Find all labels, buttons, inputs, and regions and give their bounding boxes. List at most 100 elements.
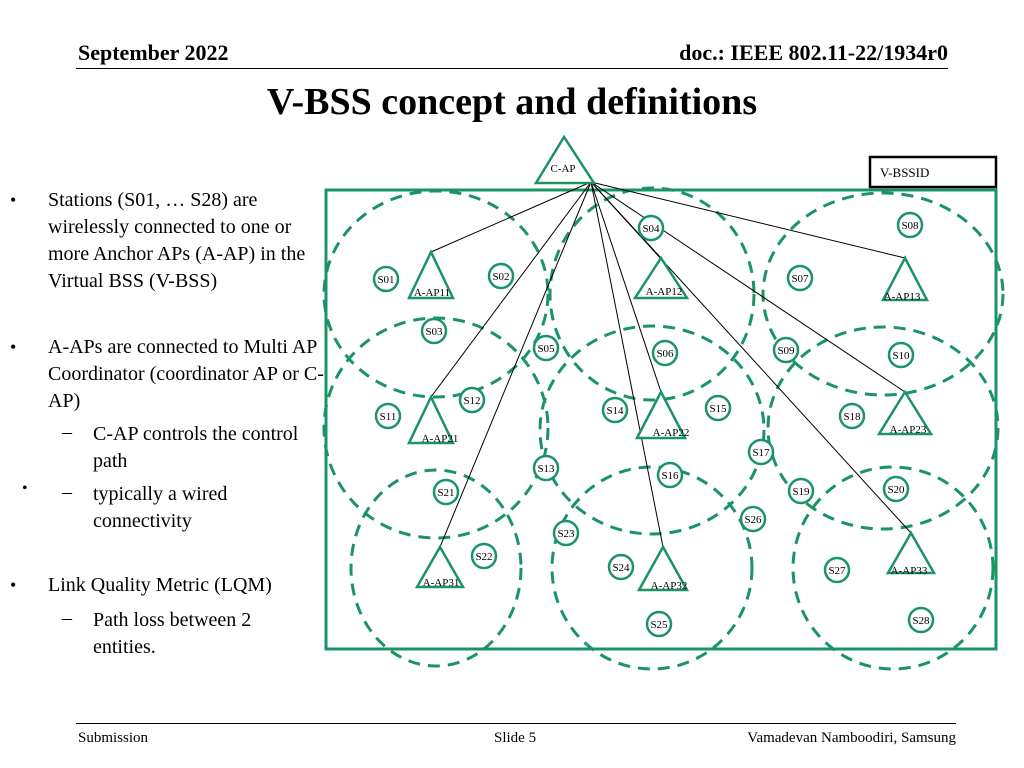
cap-link — [439, 181, 592, 548]
station-node — [838, 402, 866, 430]
station-label: S23 — [557, 528, 575, 540]
anchor-ap-triangle — [885, 530, 937, 575]
cap-link — [590, 181, 906, 259]
station-node — [882, 475, 910, 503]
station-node — [532, 454, 560, 482]
station-node — [601, 396, 629, 424]
cap-link — [430, 181, 592, 253]
station-node — [487, 262, 515, 290]
station-node — [651, 339, 679, 367]
anchor-ap-triangle — [414, 544, 466, 589]
station-label: S01 — [377, 274, 394, 286]
bullet-marker: • — [10, 575, 17, 595]
anchor-ap-label: A-AP33 — [891, 565, 928, 577]
anchor-ap-label: A-AP22 — [653, 427, 690, 439]
coverage-circle — [766, 325, 1000, 531]
footer-slide-number: Slide 5 — [494, 730, 537, 746]
station-node — [907, 606, 935, 634]
station-node — [739, 505, 767, 533]
anchor-ap-triangle — [407, 394, 455, 445]
station-label: S28 — [912, 615, 930, 627]
station-node — [458, 386, 486, 414]
bullet-1: Stations (S01, … S28) are wirelessly con… — [48, 189, 306, 292]
station-node — [786, 264, 814, 292]
station-node — [552, 519, 580, 547]
station-label: S24 — [612, 562, 630, 574]
station-label: S27 — [828, 565, 846, 577]
vbssid-box — [868, 155, 998, 189]
bullet-marker: • — [10, 190, 17, 210]
station-label: S26 — [744, 514, 762, 526]
station-node — [747, 438, 775, 466]
anchor-ap-label: A-AP21 — [422, 433, 459, 445]
station-node — [887, 341, 915, 369]
anchor-ap-label: A-AP13 — [884, 291, 921, 303]
header-date: September 2022 — [78, 40, 229, 65]
station-label: S06 — [656, 348, 674, 360]
cap-link — [590, 181, 906, 393]
station-label: S11 — [380, 411, 397, 423]
coverage-circle — [791, 465, 995, 671]
anchor-ap-label: A-AP32 — [651, 580, 688, 592]
station-node — [645, 610, 673, 638]
coverage-circle — [761, 191, 1005, 397]
station-node — [607, 553, 635, 581]
sub-bullet-marker: – — [62, 481, 72, 503]
anchor-ap-label: A-AP23 — [890, 424, 927, 436]
station-label: S07 — [791, 273, 809, 285]
station-node — [374, 402, 402, 430]
station-label: S10 — [892, 350, 910, 362]
station-label: S25 — [650, 619, 668, 631]
coverage-circle — [349, 468, 523, 668]
bullet-3-sub-1: Path loss between 2 entities. — [93, 609, 252, 658]
station-label: S09 — [777, 345, 795, 357]
station-node — [787, 477, 815, 505]
anchor-ap-label: A-AP12 — [646, 286, 683, 298]
station-label: S19 — [792, 486, 810, 498]
station-label: S12 — [463, 395, 480, 407]
station-node — [420, 317, 448, 345]
station-label: S04 — [642, 223, 660, 235]
station-node — [470, 542, 498, 570]
bullet-list: • Stations (S01, … S28) are wirelessly c… — [0, 0, 330, 700]
sub-bullet-marker: – — [62, 421, 72, 443]
coverage-circle — [548, 186, 756, 402]
anchor-ap-triangle — [634, 389, 688, 440]
bullet-3: Link Quality Metric (LQM) — [48, 574, 272, 596]
anchor-ap-triangle — [880, 255, 930, 302]
footer-author: Vamadevan Namboodiri, Samsung — [747, 730, 956, 746]
anchor-ap-label: A-AP11 — [414, 287, 450, 299]
station-label: S14 — [606, 405, 624, 417]
cap-triangle — [533, 134, 597, 185]
station-label: S16 — [661, 470, 679, 482]
vbss-boundary — [324, 188, 998, 651]
bullet-marker: • — [22, 480, 28, 497]
footer-submission: Submission — [78, 730, 149, 746]
station-label: S05 — [537, 343, 555, 355]
station-node — [896, 211, 924, 239]
bullet-2-sub-1: C-AP controls the control path — [93, 423, 299, 472]
station-label: S15 — [709, 403, 727, 415]
header-doc-id: doc.: IEEE 802.11-22/1934r0 — [679, 40, 948, 65]
cap-link — [590, 181, 912, 534]
cap-label: C-AP — [550, 163, 575, 175]
coverage-circle — [550, 465, 754, 671]
cap-link — [590, 181, 664, 548]
station-node — [704, 394, 732, 422]
cap-link — [430, 181, 592, 398]
sub-bullet-marker: – — [62, 607, 72, 629]
station-node — [656, 461, 684, 489]
station-label: S08 — [901, 220, 919, 232]
coverage-circle — [538, 324, 766, 536]
station-label: S03 — [425, 326, 443, 338]
bullet-2: A-APs are connected to Multi AP Coordina… — [48, 336, 324, 412]
station-label: S13 — [537, 463, 555, 475]
anchor-ap-triangle — [632, 255, 690, 300]
station-label: S02 — [492, 271, 509, 283]
bullet-marker: • — [10, 337, 17, 357]
station-label: S20 — [887, 484, 905, 496]
station-label: S22 — [475, 551, 492, 563]
anchor-ap-label: A-AP31 — [423, 577, 460, 589]
station-label: S21 — [437, 487, 454, 499]
